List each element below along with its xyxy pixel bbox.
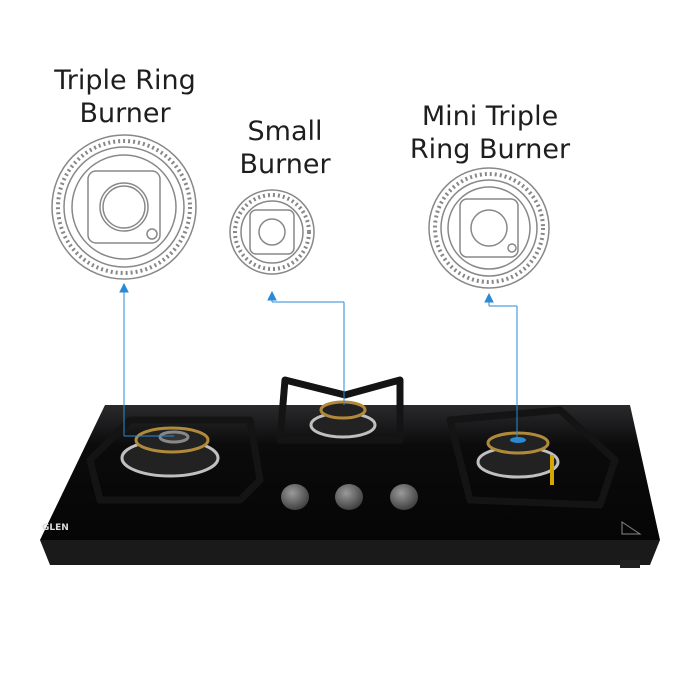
triple-ring-burner [120, 426, 220, 478]
gas-hob: GLEN [40, 376, 660, 568]
label-mini-triple-ring-burner: Mini Triple Ring Burner [409, 101, 571, 165]
small-burner [309, 400, 377, 439]
knob-right[interactable] [390, 484, 418, 510]
brand-logo: GLEN [42, 523, 69, 533]
leader-lines [119, 282, 518, 440]
small-burner-diagram [229, 189, 315, 275]
control-knobs [281, 484, 418, 510]
knob-center[interactable] [335, 484, 363, 510]
label-triple-ring-burner: Triple Ring Burner [54, 65, 196, 129]
knob-left[interactable] [281, 484, 309, 510]
triple-ring-burner-diagram [51, 134, 197, 280]
mini-triple-ring-burner [476, 431, 560, 479]
mini-triple-ring-burner-diagram [428, 167, 550, 289]
label-small-burner: Small Burner [239, 116, 331, 180]
